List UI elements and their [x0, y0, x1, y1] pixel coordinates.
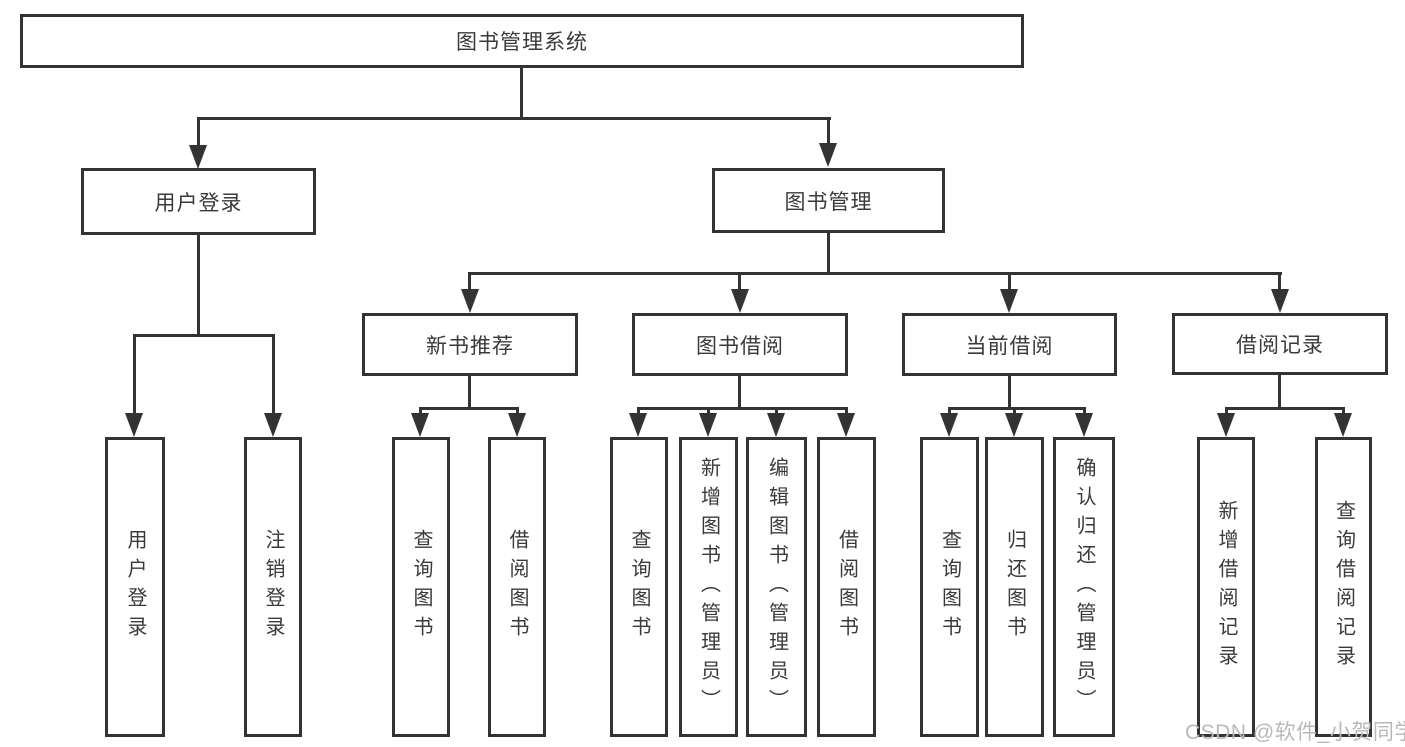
leaf-label: 归还图书	[1003, 529, 1026, 645]
arrow-down-icon	[1005, 413, 1023, 437]
leaf-logout: 注销登录	[244, 437, 302, 737]
connector-line	[197, 117, 200, 148]
arrow-down-icon	[1075, 413, 1093, 437]
connector-line	[516, 407, 519, 416]
arrow-down-icon	[1271, 289, 1289, 313]
connector-line	[1008, 272, 1011, 291]
leaf-label: 新增借阅记录	[1215, 500, 1237, 674]
leaf-newbook-borrow-books: 借阅图书	[488, 437, 546, 737]
connector-line	[1278, 272, 1281, 291]
arrow-down-icon	[629, 413, 647, 437]
leaf-newbook-query-books: 查询图书	[392, 437, 450, 737]
node-label: 图书管理系统	[456, 31, 588, 54]
arrow-down-icon	[1334, 413, 1352, 437]
leaf-label: 查询图书	[938, 529, 961, 645]
connector-line	[1083, 407, 1086, 416]
node-label: 用户登录	[154, 191, 243, 215]
connector-line	[738, 272, 741, 291]
connector-line	[197, 117, 831, 120]
connector-line	[1013, 407, 1016, 416]
arrow-down-icon	[767, 413, 785, 437]
node-book-borrowing: 图书借阅	[632, 313, 848, 376]
connector-line	[827, 117, 830, 146]
leaf-label: 用户登录	[124, 529, 146, 645]
connector-line	[468, 376, 471, 409]
connector-line	[775, 407, 778, 416]
connector-line	[948, 407, 1086, 410]
connector-line	[948, 407, 951, 416]
connector-line	[637, 407, 848, 410]
arrow-down-icon	[699, 413, 717, 437]
node-book-management: 图书管理	[712, 168, 945, 233]
connector-line	[1278, 375, 1281, 409]
connector-line	[738, 376, 741, 409]
leaf-label: 查询借阅记录	[1332, 500, 1355, 674]
node-current-borrowing: 当前借阅	[902, 313, 1117, 376]
leaf-label: 编辑图书（管理员）	[765, 456, 788, 718]
leaf-borrowing-borrow-books: 借阅图书	[817, 437, 876, 737]
leaf-label: 查询图书	[410, 529, 432, 645]
arrow-down-icon	[1000, 289, 1018, 313]
arrow-down-icon	[508, 413, 526, 437]
arrow-down-icon	[940, 413, 958, 437]
node-user-login: 用户登录	[81, 168, 316, 235]
connector-line	[272, 334, 275, 415]
leaf-edit-book-admin: 编辑图书（管理员）	[746, 437, 807, 737]
connector-line	[468, 272, 1282, 275]
leaf-add-borrow-record: 新增借阅记录	[1197, 437, 1255, 737]
leaf-label: 借阅图书	[506, 529, 528, 645]
node-library-management-system: 图书管理系统	[20, 14, 1024, 68]
leaf-label: 确认归还（管理员）	[1073, 456, 1095, 718]
arrow-down-icon	[837, 413, 855, 437]
connector-line	[1225, 407, 1345, 410]
connector-line	[468, 272, 471, 291]
leaf-current-query-books: 查询图书	[920, 437, 979, 737]
leaf-add-book-admin: 新增图书（管理员）	[679, 437, 738, 737]
leaf-label: 新增图书（管理员）	[697, 456, 720, 718]
arrow-down-icon	[189, 145, 207, 169]
connector-line	[1342, 407, 1345, 416]
arrow-down-icon	[461, 289, 479, 313]
connector-line	[1008, 376, 1011, 409]
connector-line	[520, 67, 523, 120]
node-borrowing-records: 借阅记录	[1172, 313, 1388, 375]
node-label: 新书推荐	[426, 334, 514, 358]
leaf-confirm-return-admin: 确认归还（管理员）	[1053, 437, 1115, 737]
connector-line	[637, 407, 640, 416]
connector-line	[845, 407, 848, 416]
node-label: 当前借阅	[965, 334, 1054, 358]
leaf-label: 查询图书	[628, 529, 650, 645]
connector-line	[133, 334, 275, 337]
arrow-down-icon	[125, 413, 143, 437]
connector-line	[197, 233, 200, 336]
arrow-down-icon	[1217, 413, 1235, 437]
leaf-borrowing-query-books: 查询图书	[610, 437, 668, 737]
node-label: 借阅记录	[1236, 334, 1324, 357]
leaf-user-login: 用户登录	[105, 437, 165, 737]
connector-line	[419, 407, 422, 416]
leaf-query-borrow-record: 查询借阅记录	[1315, 437, 1372, 737]
connector-line	[827, 231, 830, 275]
arrow-down-icon	[264, 413, 282, 437]
arrow-down-icon	[819, 143, 837, 167]
watermark: CSDN @软件_小贺同学	[1185, 721, 1405, 744]
node-label: 图书借阅	[696, 334, 784, 358]
arrow-down-icon	[411, 413, 429, 437]
connector-line	[707, 407, 710, 416]
arrow-down-icon	[731, 289, 749, 313]
connector-line	[133, 334, 136, 415]
node-label: 图书管理	[784, 190, 873, 214]
leaf-label: 注销登录	[262, 529, 284, 645]
connector-line	[1225, 407, 1228, 416]
leaf-label: 借阅图书	[835, 529, 858, 645]
connector-line	[419, 407, 519, 410]
leaf-return-book: 归还图书	[985, 437, 1044, 737]
node-new-book-recommendation: 新书推荐	[362, 313, 578, 376]
